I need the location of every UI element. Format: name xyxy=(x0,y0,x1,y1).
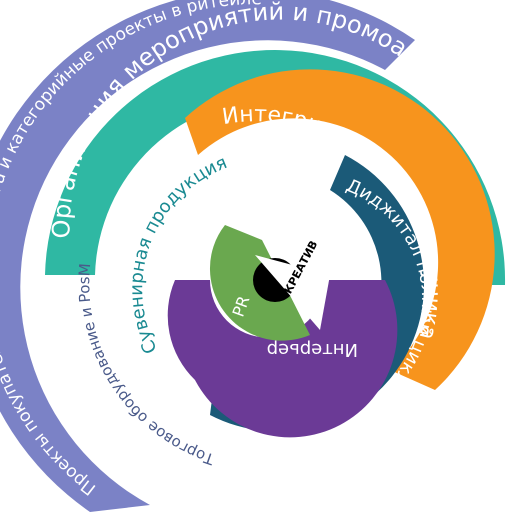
label-interior: Интерьер xyxy=(267,339,358,360)
ring-integrated-band xyxy=(185,69,495,390)
ring-retail-band xyxy=(0,0,415,512)
center-creative-wedge xyxy=(255,255,330,330)
ring-interior-band xyxy=(167,280,398,438)
